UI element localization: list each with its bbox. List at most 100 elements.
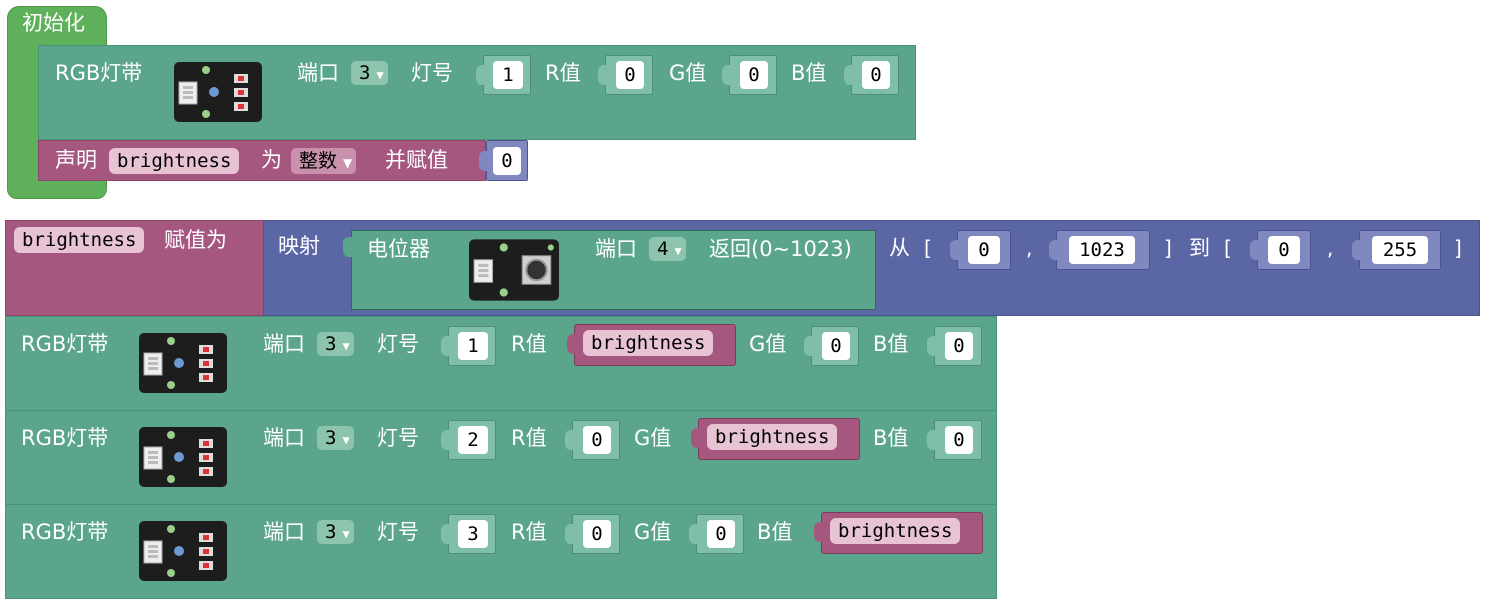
led-number-slot: 1 bbox=[476, 55, 531, 95]
to-low-input[interactable]: 0 bbox=[1268, 236, 1300, 264]
init-value-input[interactable]: 0 bbox=[493, 147, 521, 175]
led-number-slot: 2 bbox=[441, 420, 496, 460]
assign-variable-name[interactable]: brightness bbox=[14, 227, 145, 253]
r-value-slot: 0 bbox=[598, 55, 653, 95]
port-dropdown[interactable]: 3▼ bbox=[351, 61, 388, 85]
chevron-down-icon: ▼ bbox=[343, 156, 353, 170]
setup-hat-label: 初始化 bbox=[22, 11, 85, 35]
g-value-input[interactable]: 0 bbox=[740, 61, 768, 89]
g-value-input[interactable]: 0 bbox=[822, 332, 850, 360]
close-bracket-1: ] bbox=[1164, 236, 1172, 260]
port-label: 端口 bbox=[263, 520, 305, 544]
g-label: G值 bbox=[749, 332, 787, 356]
from-high-input[interactable]: 1023 bbox=[1069, 236, 1135, 264]
led-number-input[interactable]: 3 bbox=[458, 520, 488, 548]
loop-rgb-block-3[interactable]: RGB灯带 端口 3▼ 灯号 3 R值 0 G值 0 B值 brightness bbox=[5, 504, 997, 599]
chevron-down-icon: ▼ bbox=[674, 244, 682, 258]
g-label: G值 bbox=[634, 520, 672, 544]
assign-label: 并赋值 bbox=[385, 148, 448, 172]
led-number-input[interactable]: 1 bbox=[493, 61, 523, 89]
type-dropdown[interactable]: 整数▼ bbox=[291, 148, 357, 174]
r-label: R值 bbox=[511, 426, 547, 450]
b-value-variable[interactable]: brightness bbox=[814, 512, 983, 554]
led-number-input[interactable]: 1 bbox=[458, 332, 488, 360]
r-value-input[interactable]: 0 bbox=[583, 520, 611, 548]
r-value-variable[interactable]: brightness bbox=[567, 324, 736, 366]
r-label: R值 bbox=[545, 61, 581, 85]
init-value-slot: 0 bbox=[479, 140, 528, 181]
b-value-slot: 0 bbox=[844, 55, 899, 95]
map-block[interactable]: 映射 从 [ 0 , 1023 ] 到 [ 0 , 255 ] 电位器 端口 bbox=[263, 220, 1480, 316]
b-label: B值 bbox=[873, 426, 909, 450]
b-value-slot: 0 bbox=[927, 326, 982, 366]
rgb-led-module-icon bbox=[139, 521, 227, 581]
potentiometer-module-icon bbox=[469, 239, 559, 301]
b-value-slot: 0 bbox=[927, 420, 982, 460]
port-dropdown[interactable]: 3▼ bbox=[317, 426, 354, 450]
comma-2: , bbox=[1327, 236, 1334, 260]
from-low-slot: 0 bbox=[950, 230, 1011, 270]
rgb-led-module-icon bbox=[139, 333, 227, 393]
b-value-input[interactable]: 0 bbox=[945, 426, 973, 454]
loop-rgb-block-2[interactable]: RGB灯带 端口 3▼ 灯号 2 R值 0 G值 brightness B值 0 bbox=[5, 410, 997, 505]
g-value-slot: 0 bbox=[804, 326, 859, 366]
r-label: R值 bbox=[511, 332, 547, 356]
assign-variable-block[interactable]: brightness 赋值为 bbox=[5, 220, 265, 316]
b-label: B值 bbox=[791, 61, 827, 85]
potentiometer-return-label: 返回(0~1023) bbox=[709, 237, 852, 261]
r-label: R值 bbox=[511, 520, 547, 544]
r-value-slot: 0 bbox=[565, 514, 620, 554]
to-label: 到 bbox=[1189, 236, 1210, 260]
potentiometer-title: 电位器 bbox=[367, 237, 430, 261]
b-label: B值 bbox=[757, 520, 793, 544]
rgb-block-title: RGB灯带 bbox=[55, 61, 143, 85]
setup-rgb-block[interactable]: RGB灯带 端口 3▼ 灯号 1 R值 0 G值 0 B值 0 bbox=[38, 45, 916, 140]
rgb-block-title: RGB灯带 bbox=[21, 520, 109, 544]
led-number-input[interactable]: 2 bbox=[458, 426, 488, 454]
r-value-input[interactable]: 0 bbox=[616, 61, 644, 89]
b-label: B值 bbox=[873, 332, 909, 356]
r-value-slot: 0 bbox=[565, 420, 620, 460]
potentiometer-block[interactable]: 电位器 端口 4▼ 返回(0~1023) bbox=[343, 230, 876, 310]
assign-to-label: 赋值为 bbox=[164, 228, 227, 252]
potentiometer-port-dropdown[interactable]: 4▼ bbox=[649, 237, 686, 261]
comma-1: , bbox=[1026, 236, 1033, 260]
g-value-slot: 0 bbox=[689, 514, 744, 554]
to-high-input[interactable]: 255 bbox=[1372, 236, 1428, 264]
port-label: 端口 bbox=[263, 426, 305, 450]
b-value-input[interactable]: 0 bbox=[862, 61, 890, 89]
as-label: 为 bbox=[261, 148, 282, 172]
port-label: 端口 bbox=[263, 332, 305, 356]
g-value-input[interactable]: 0 bbox=[707, 520, 735, 548]
setup-hat-arm bbox=[7, 44, 41, 199]
g-value-variable[interactable]: brightness bbox=[691, 418, 860, 460]
port-label: 端口 bbox=[297, 61, 339, 85]
r-value-input[interactable]: 0 bbox=[583, 426, 611, 454]
setup-hat-block[interactable] bbox=[7, 6, 107, 46]
led-number-slot: 3 bbox=[441, 514, 496, 554]
close-bracket-2: ] bbox=[1454, 236, 1462, 260]
variable-name-field[interactable]: brightness bbox=[109, 148, 240, 174]
g-label: G值 bbox=[669, 61, 707, 85]
variable-name: brightness bbox=[707, 424, 838, 450]
from-low-input[interactable]: 0 bbox=[968, 236, 1000, 264]
variable-name: brightness bbox=[830, 518, 961, 544]
rgb-led-module-icon bbox=[174, 62, 262, 122]
port-dropdown[interactable]: 3▼ bbox=[317, 520, 354, 544]
to-high-slot: 255 bbox=[1352, 230, 1441, 270]
loop-rgb-block-1[interactable]: RGB灯带 端口 3▼ 灯号 1 R值 brightness G值 0 B值 0 bbox=[5, 316, 997, 411]
chevron-down-icon: ▼ bbox=[376, 68, 384, 82]
g-value-slot: 0 bbox=[722, 55, 777, 95]
g-label: G值 bbox=[634, 426, 672, 450]
rgb-led-module-icon bbox=[139, 427, 227, 487]
open-bracket-2: [ bbox=[1224, 236, 1232, 260]
b-value-input[interactable]: 0 bbox=[945, 332, 973, 360]
port-dropdown[interactable]: 3▼ bbox=[317, 332, 354, 356]
led-label: 灯号 bbox=[377, 332, 419, 356]
setup-hat-foot bbox=[7, 176, 107, 199]
led-number-slot: 1 bbox=[441, 326, 496, 366]
rgb-block-title: RGB灯带 bbox=[21, 332, 109, 356]
led-label: 灯号 bbox=[377, 520, 419, 544]
led-label: 灯号 bbox=[411, 61, 453, 85]
declare-variable-block[interactable]: 声明 brightness 为 整数▼ 并赋值 bbox=[38, 140, 486, 181]
